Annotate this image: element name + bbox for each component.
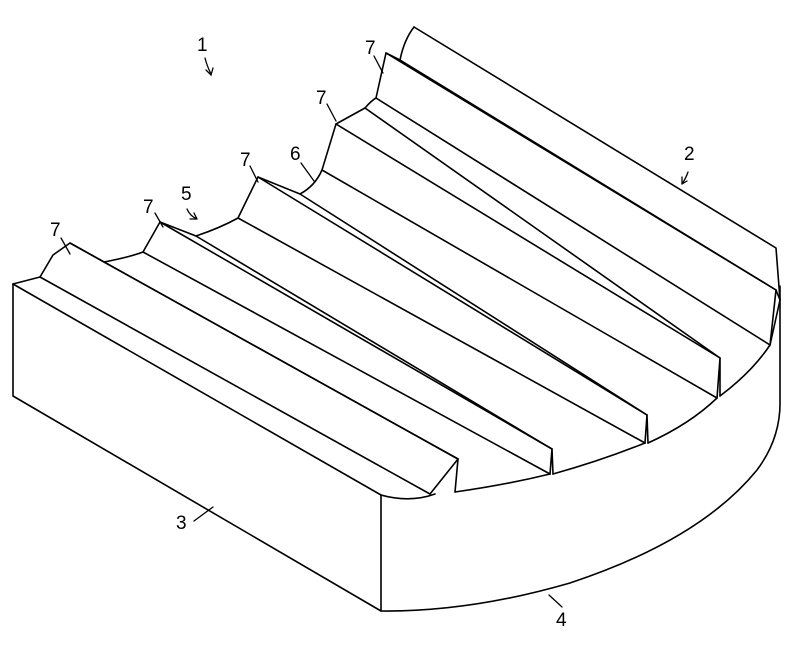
ridged-surface bbox=[39, 26, 781, 495]
leader-groove bbox=[300, 162, 315, 182]
leader-ridge-e bbox=[373, 55, 384, 74]
leader-concave-arrow bbox=[186, 208, 198, 220]
label-back-face: 2 bbox=[684, 144, 695, 165]
label-ridge-a: 7 bbox=[50, 220, 61, 241]
leader-ridge-c bbox=[249, 165, 259, 183]
leader-ridge-a bbox=[60, 237, 71, 255]
label-concave-surface: 5 bbox=[181, 184, 192, 205]
label-ridge-e: 7 bbox=[365, 38, 376, 59]
leader-ridge-d bbox=[326, 103, 337, 122]
leader-front bbox=[193, 506, 214, 522]
reference-numerals: 1 2 3 4 5 6 7 7 7 7 7 bbox=[50, 35, 695, 631]
body-outline bbox=[12, 26, 781, 612]
label-front-face: 3 bbox=[176, 513, 187, 534]
label-ridge-c: 7 bbox=[240, 150, 251, 171]
front-face bbox=[12, 283, 382, 612]
leader-curved bbox=[548, 594, 563, 608]
leader-ridge-b bbox=[154, 212, 164, 228]
label-groove-surface: 6 bbox=[290, 144, 301, 165]
curved-face-top bbox=[380, 493, 436, 500]
back-edge bbox=[413, 26, 781, 301]
label-ridge-b: 7 bbox=[143, 197, 154, 218]
leader-lines bbox=[60, 55, 689, 608]
label-ridge-d: 7 bbox=[316, 88, 327, 109]
label-curved-face: 4 bbox=[556, 610, 567, 631]
leader-device-arrow bbox=[204, 57, 212, 75]
curved-face-bottom bbox=[380, 285, 781, 612]
label-device: 1 bbox=[197, 35, 208, 56]
